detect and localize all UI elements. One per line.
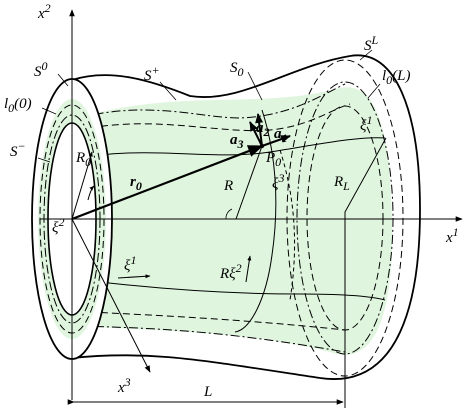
radius-RL	[344, 137, 387, 219]
label-P0: P0	[265, 150, 281, 169]
leader-l0L	[367, 83, 381, 99]
label-a3: a3	[230, 132, 244, 151]
label-R: R	[223, 178, 233, 194]
vector-a3	[249, 121, 263, 147]
meridian-section-dashed	[279, 149, 296, 301]
vector-a1	[261, 135, 291, 147]
label-xi1-left: ξ1	[124, 253, 136, 274]
label-xi1-right: ξ1	[360, 113, 372, 134]
label-a1: a1	[274, 126, 288, 145]
label-S0-left: S0	[34, 59, 48, 80]
label-R0: R0	[75, 150, 91, 169]
leader-SL	[359, 49, 373, 61]
label-SL: SL	[364, 33, 379, 54]
radius-R	[235, 145, 263, 220]
xi2-arrow	[87, 185, 95, 201]
label-l0L: l0(L)	[382, 68, 411, 87]
inner-surface-bottom	[89, 311, 346, 331]
label-x3: x3	[117, 375, 131, 396]
leader-S-plus	[159, 81, 177, 101]
label-L: L	[203, 384, 212, 400]
label-xi3: ξ3	[272, 171, 284, 192]
leader-S0-top	[247, 71, 263, 101]
label-S-plus: S+	[144, 63, 160, 84]
vector-a2	[255, 113, 264, 147]
x3-axis	[71, 218, 151, 373]
label-xi2: ξ2	[52, 215, 64, 236]
Rxi2-arrow	[245, 255, 252, 283]
leader-S0	[57, 73, 69, 87]
outer-bottom-contour	[71, 354, 321, 379]
position-vector-r0	[71, 144, 264, 221]
radius-R0	[71, 151, 93, 220]
label-x1: x1	[445, 225, 459, 246]
label-r0: r0	[130, 174, 142, 193]
label-Rxi2: Rξ2	[219, 261, 242, 282]
label-a2: a2	[256, 120, 270, 139]
label-S-minus: S−	[10, 139, 26, 160]
leader-S-minus	[37, 157, 51, 163]
middle-surface-bottom	[77, 325, 346, 353]
label-S0-top: S0	[230, 60, 244, 79]
outer-top-contour	[71, 55, 351, 98]
label-x2: x2	[37, 1, 51, 22]
leader-l00	[41, 107, 57, 115]
angle-mark	[225, 208, 233, 220]
right-end-outer	[319, 54, 421, 380]
right-end-dashdot	[296, 81, 394, 355]
meridian-section	[234, 109, 277, 333]
label-l00: l0(0)	[4, 96, 32, 115]
point-P0	[259, 143, 265, 149]
xi1-arrow	[117, 274, 151, 279]
xi1-curve-upper	[99, 137, 386, 156]
middle-surface-top	[77, 83, 346, 119]
label-RL: RL	[333, 174, 350, 193]
xi1-curve-lower	[99, 281, 386, 301]
